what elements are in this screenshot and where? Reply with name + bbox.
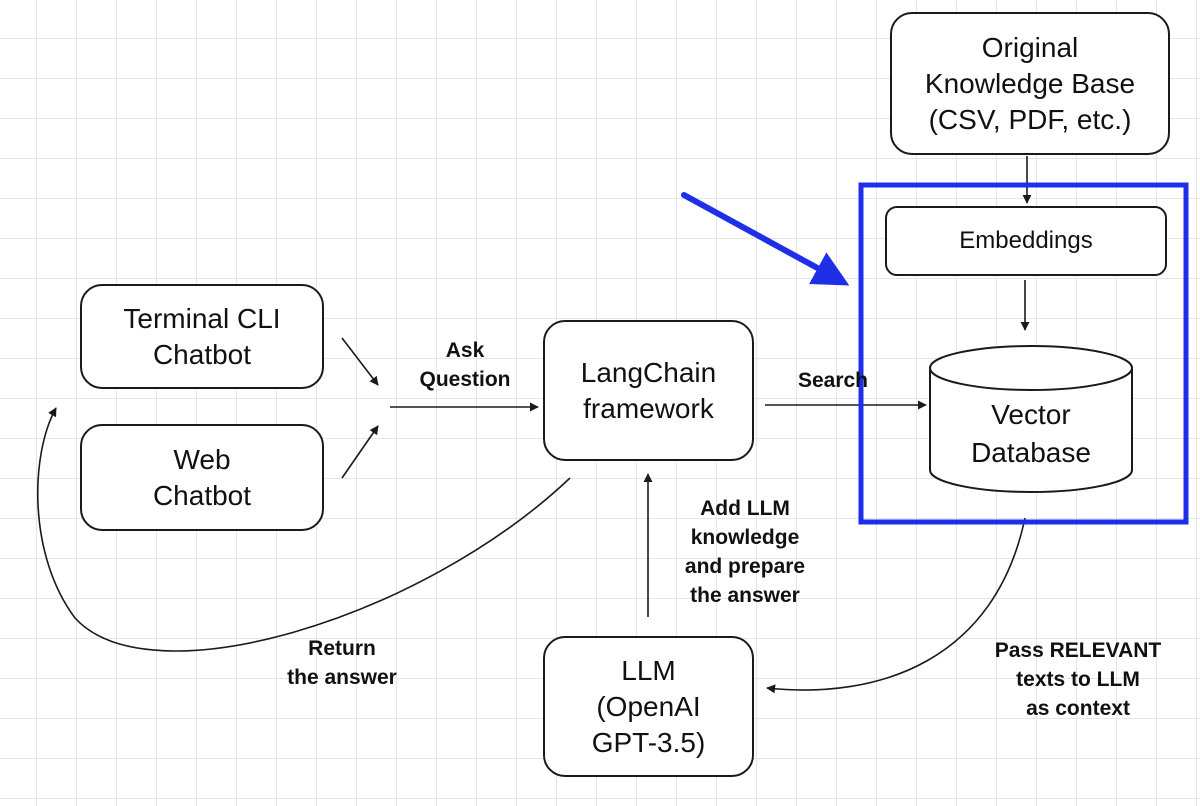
arrow-cli-converge xyxy=(341,337,379,386)
vector-database-line-2: Database xyxy=(971,437,1091,468)
langchain-line-2: framework xyxy=(583,392,714,424)
langchain-line-1: LangChain xyxy=(580,356,717,388)
highlight-pointer-arrow xyxy=(681,192,850,286)
pass-relevant-line-2: texts to LLM xyxy=(1016,668,1140,691)
arrow-web-converge xyxy=(341,425,379,479)
vector-database-cylinder xyxy=(929,345,1133,493)
return-answer-label: Return the answer xyxy=(262,634,422,692)
embeddings-box: Embeddings xyxy=(885,206,1167,276)
web-chatbot-line-1: Web xyxy=(173,443,231,475)
terminal-cli-line-2: Chatbot xyxy=(152,338,252,370)
langchain-box: LangChain framework xyxy=(543,320,754,461)
search-line-1: Search xyxy=(797,369,869,392)
pass-relevant-label: Pass RELEVANT texts to LLM as context xyxy=(968,636,1188,723)
llm-line-1: LLM xyxy=(621,654,676,686)
web-chatbot-line-2: Chatbot xyxy=(152,479,252,511)
pass-relevant-line-3: as context xyxy=(1026,697,1130,720)
return-answer-line-1: Return xyxy=(308,637,376,660)
terminal-cli-chatbot-box: Terminal CLI Chatbot xyxy=(80,284,324,389)
add-llm-line-1: Add LLM xyxy=(700,497,790,520)
knowledge-base-box: Original Knowledge Base (CSV, PDF, etc.) xyxy=(890,12,1170,155)
vector-database-label: Vector Database xyxy=(930,396,1132,472)
knowledge-base-line-3: (CSV, PDF, etc.) xyxy=(928,103,1132,135)
search-label: Search xyxy=(778,366,888,395)
arrow-return-answer xyxy=(36,407,571,652)
llm-line-3: GPT-3.5) xyxy=(591,726,706,758)
llm-box: LLM (OpenAI GPT-3.5) xyxy=(543,636,754,777)
embeddings-label: Embeddings xyxy=(959,227,1093,254)
terminal-cli-line-1: Terminal CLI xyxy=(123,302,281,334)
knowledge-base-line-1: Original xyxy=(981,31,1079,63)
add-llm-line-4: the answer xyxy=(690,584,800,607)
knowledge-base-line-2: Knowledge Base xyxy=(924,67,1136,99)
add-llm-line-2: knowledge xyxy=(690,526,800,549)
pass-relevant-line-1: Pass RELEVANT xyxy=(994,639,1162,662)
ask-question-line-2: Question xyxy=(419,368,511,391)
llm-line-2: (OpenAI xyxy=(596,690,701,722)
add-llm-line-3: and prepare xyxy=(684,555,806,578)
add-llm-knowledge-label: Add LLM knowledge and prepare the answer xyxy=(665,494,825,610)
ask-question-label: Ask Question xyxy=(400,336,530,394)
return-answer-line-2: the answer xyxy=(287,666,397,689)
vector-database-line-1: Vector xyxy=(991,399,1071,430)
arrow-db-to-llm xyxy=(766,517,1026,694)
ask-question-line-1: Ask xyxy=(445,339,485,362)
web-chatbot-box: Web Chatbot xyxy=(80,424,324,531)
highlight-box xyxy=(858,182,1189,525)
